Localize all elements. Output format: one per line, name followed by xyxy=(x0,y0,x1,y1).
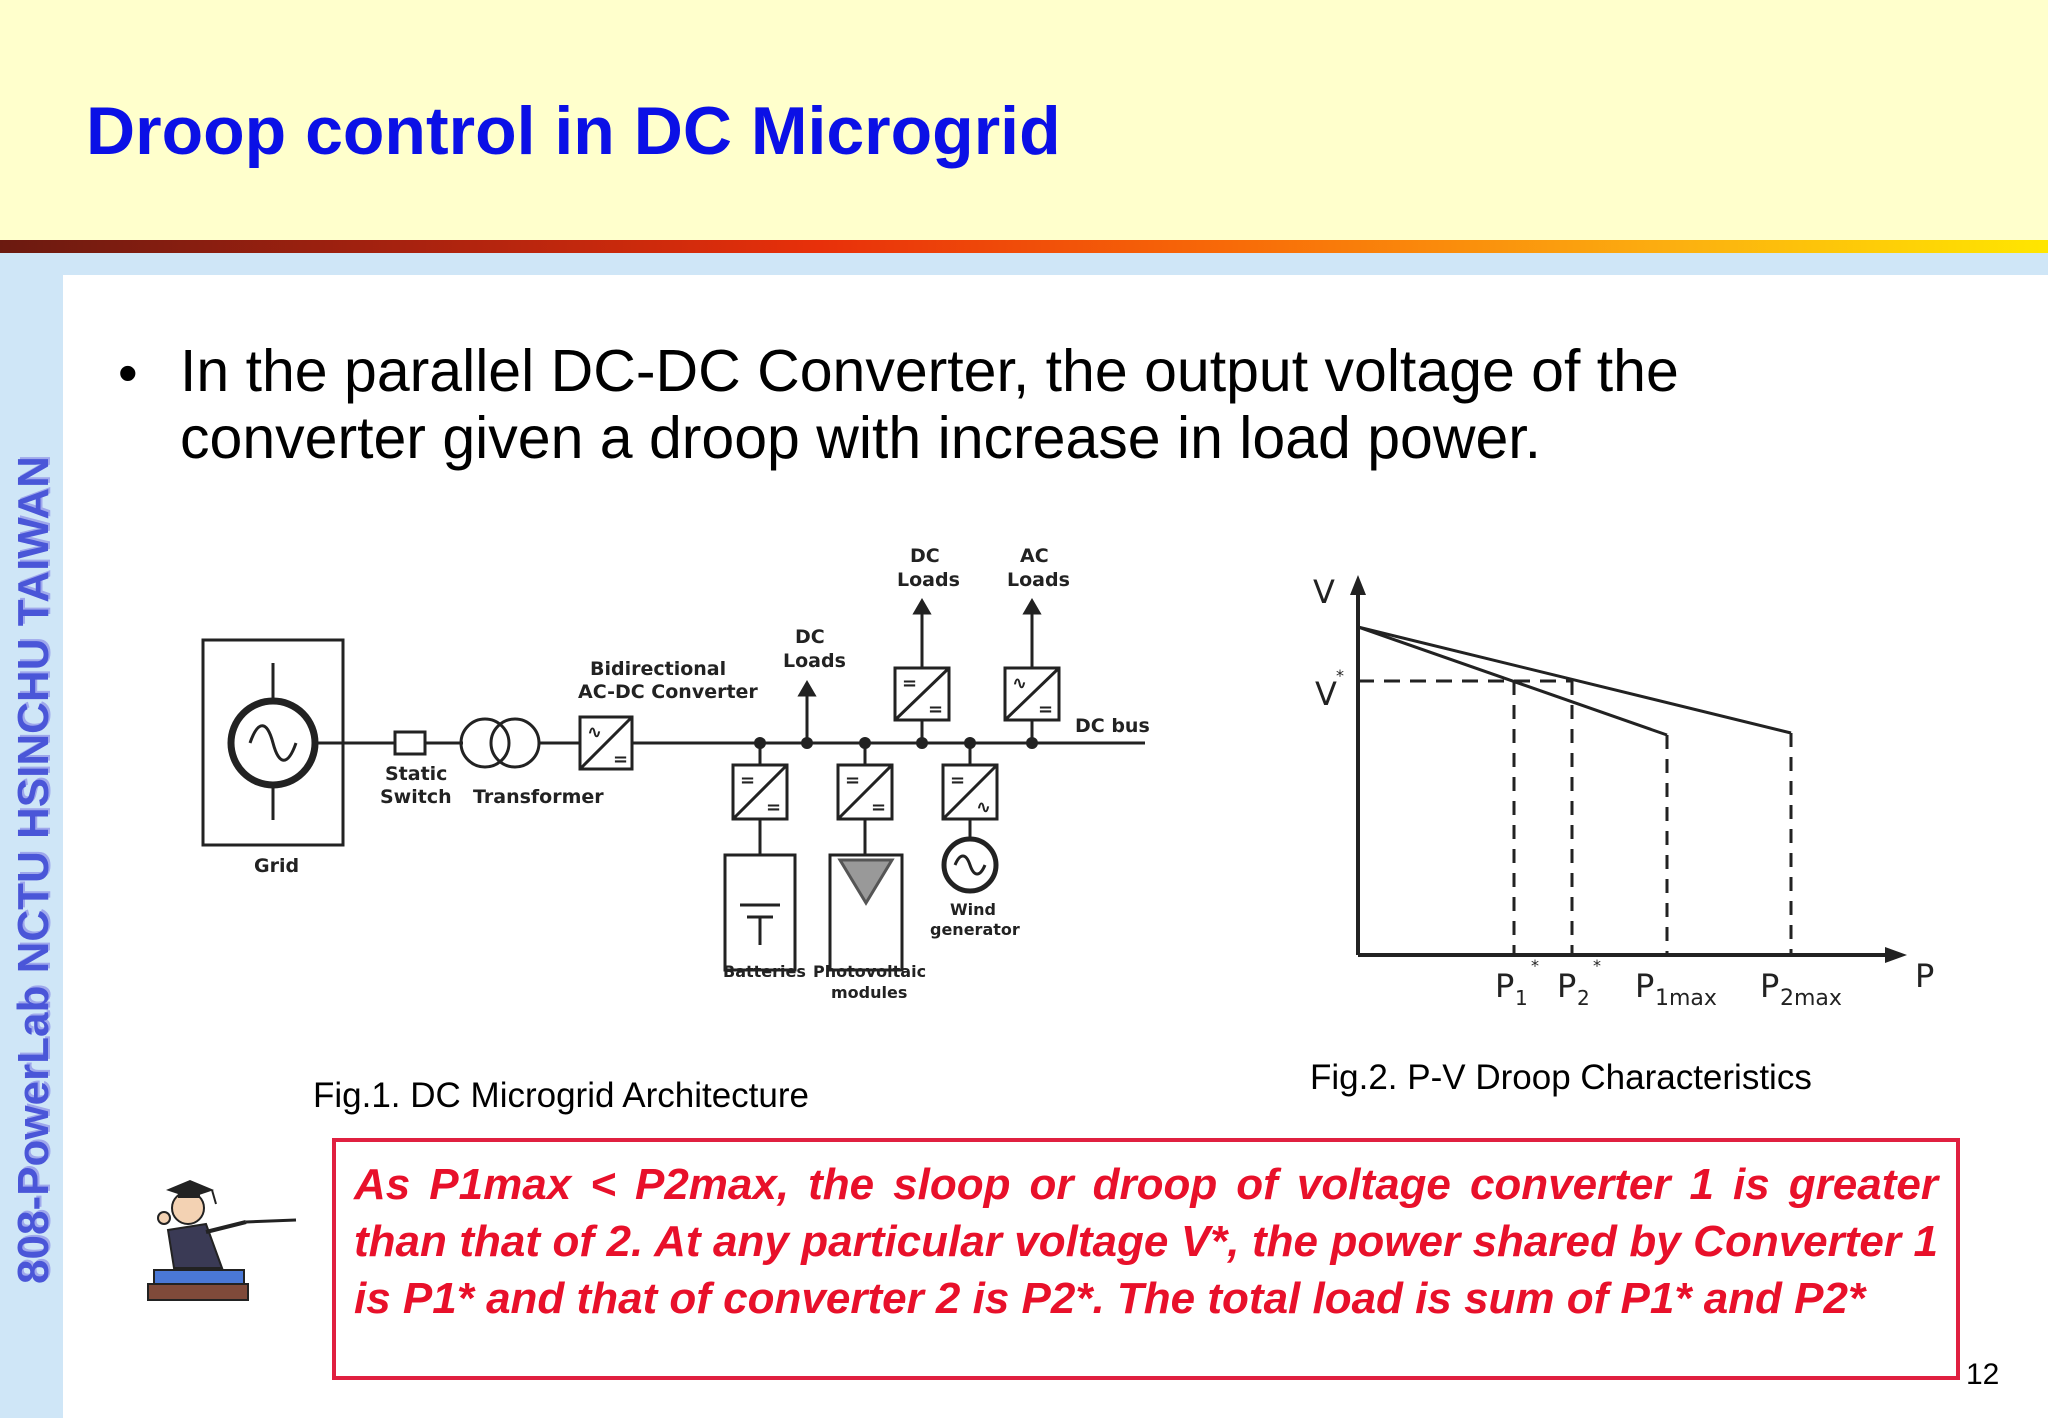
pv-droop-chart: V V * P P 1 * P 2 * P 1max P 2max xyxy=(1313,573,1934,1011)
ac-loads-ac: AC xyxy=(1020,545,1049,567)
page-number: 12 xyxy=(1966,1358,2000,1391)
wind-generator-icon xyxy=(941,836,999,894)
dc-loads-1-dc: DC xyxy=(795,626,825,648)
grid-label: Grid xyxy=(254,855,299,877)
p1-star-label: P xyxy=(1495,967,1514,1005)
side-lab-label: 808-PowerLab NCTU HSINCHU TAIWAN xyxy=(9,456,58,1284)
acdc-converter-label: AC-DC Converter xyxy=(578,681,758,703)
dc-loads-1-loads: Loads xyxy=(783,650,846,672)
ac-loads-loads: Loads xyxy=(1007,569,1070,591)
photovoltaic-label: Photovoltaic xyxy=(813,962,926,981)
photovoltaic-modules-icon xyxy=(828,853,904,972)
professor-clipart-icon xyxy=(147,1180,297,1301)
svg-text:=: = xyxy=(950,770,965,791)
svg-text:∿: ∿ xyxy=(1012,673,1027,694)
svg-text:=: = xyxy=(613,749,628,770)
svg-text:=: = xyxy=(740,770,755,791)
modules-label: modules xyxy=(831,983,907,1002)
svg-text:*: * xyxy=(1593,956,1601,975)
transformer-coil-1 xyxy=(459,717,511,769)
wind-label: Wind xyxy=(950,900,996,919)
transformer-coil-2 xyxy=(489,717,541,769)
fig2-caption: Fig.2. P-V Droop Characteristics xyxy=(1310,1058,1812,1097)
p2max-label: P xyxy=(1760,967,1779,1005)
svg-text:∿: ∿ xyxy=(976,797,991,818)
static-switch-icon xyxy=(393,730,427,756)
v-star-label: V xyxy=(1315,675,1337,713)
batteries-icon xyxy=(723,853,797,972)
side-strip xyxy=(0,253,63,1418)
dc-loads-2-dc: DC xyxy=(910,545,940,567)
svg-text:*: * xyxy=(1531,956,1539,975)
generator-label: generator xyxy=(930,920,1020,939)
p1max-label: P xyxy=(1635,967,1654,1005)
svg-text:1max: 1max xyxy=(1655,986,1717,1011)
slide-title: Droop control in DC Microgrid xyxy=(86,93,1061,169)
svg-text:1: 1 xyxy=(1515,986,1528,1010)
svg-text:2max: 2max xyxy=(1780,986,1842,1011)
bidirectional-label: Bidirectional xyxy=(590,658,726,680)
svg-text:*: * xyxy=(1336,666,1344,685)
fig1-caption: Fig.1. DC Microgrid Architecture xyxy=(313,1076,809,1115)
svg-text:=: = xyxy=(871,797,886,818)
bullet-dot: • xyxy=(118,341,138,404)
svg-text:=: = xyxy=(928,699,943,720)
p2-star-label: P xyxy=(1557,967,1576,1005)
transformer-label: Transformer xyxy=(473,786,604,808)
batteries-label: Batteries xyxy=(723,962,806,981)
explanation-box: As P1max < P2max, the sloop or droop of … xyxy=(332,1138,1960,1380)
slide-header xyxy=(0,0,2048,242)
svg-text:=: = xyxy=(845,770,860,791)
dc-bus-label: DC bus xyxy=(1075,715,1150,737)
svg-text:∿: ∿ xyxy=(587,722,602,743)
droop-line-converter-2 xyxy=(1357,625,1792,735)
dc-microgrid-diagram: ∿ = = = ∿ = = = = = = ∿ Grid Static Switch Tra… xyxy=(201,545,1150,1002)
v-axis-label: V xyxy=(1313,573,1335,611)
top-strip xyxy=(63,253,2048,275)
svg-text:2: 2 xyxy=(1577,986,1590,1010)
svg-text:=: = xyxy=(902,673,917,694)
p-axis-label: P xyxy=(1915,957,1934,995)
svg-text:=: = xyxy=(766,797,781,818)
explanation-text: As P1max < P2max, the sloop or droop of … xyxy=(354,1160,1938,1323)
svg-text:=: = xyxy=(1038,699,1053,720)
dc-loads-2-loads: Loads xyxy=(897,569,960,591)
switch-label: Switch xyxy=(380,786,452,808)
header-gradient-bar xyxy=(0,240,2048,253)
static-label: Static xyxy=(385,763,447,785)
bullet-text: In the parallel DC-DC Converter, the out… xyxy=(180,338,1679,471)
